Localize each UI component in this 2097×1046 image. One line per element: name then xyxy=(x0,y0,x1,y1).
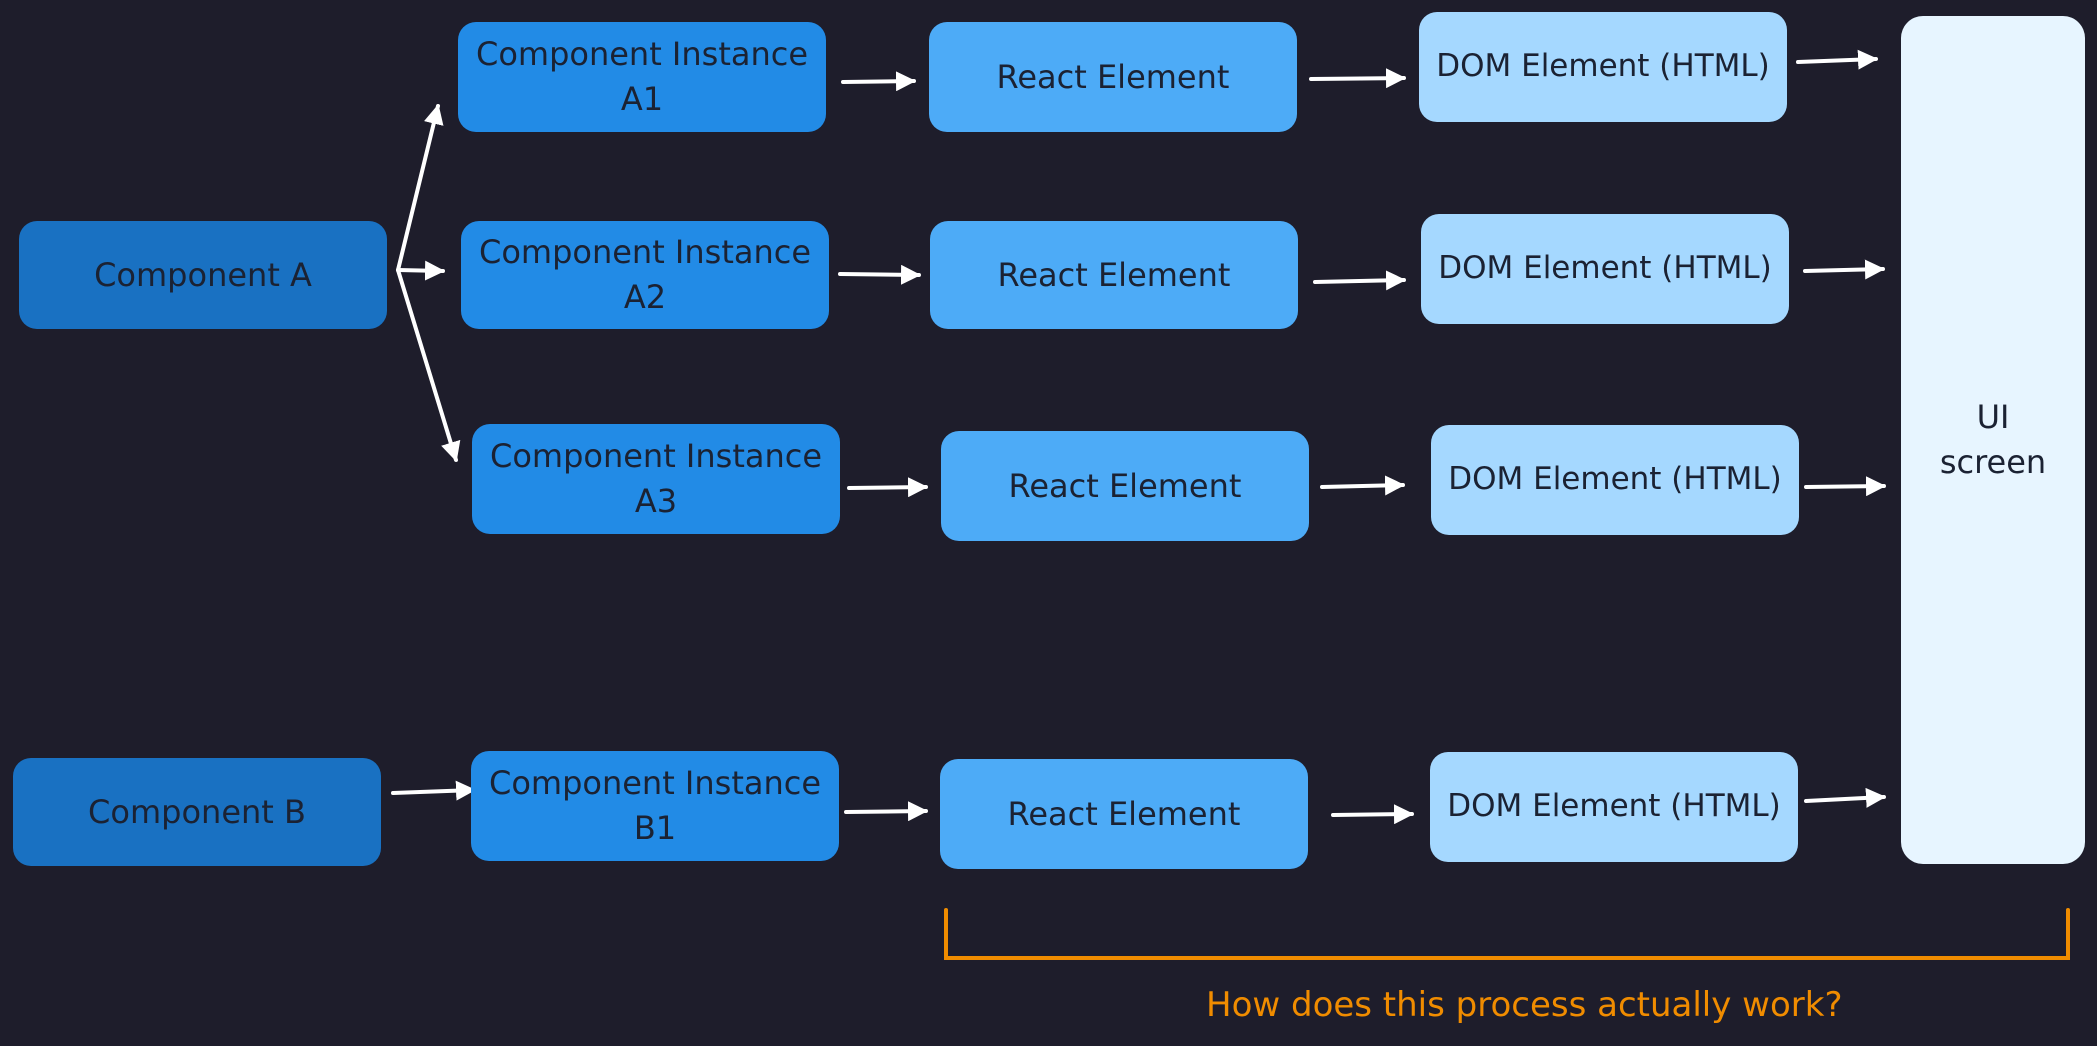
arrow-react2-to-dom xyxy=(1313,270,1406,291)
dom-element-box-3: DOM Element (HTML) xyxy=(1431,425,1799,535)
react-element-label-4: React Element xyxy=(1007,794,1241,833)
dom-element-box-4: DOM Element (HTML) xyxy=(1430,752,1798,862)
arrow-react3-to-dom xyxy=(1320,475,1405,496)
arrow-a-to-a2 xyxy=(396,260,445,281)
react-element-label-3: React Element xyxy=(1008,466,1242,505)
arrow-dom4-to-ui xyxy=(1804,787,1886,808)
arrow-a2-to-react xyxy=(838,264,921,285)
component-a-box: Component A xyxy=(19,221,387,329)
dom-element-label-1: DOM Element (HTML) xyxy=(1436,48,1770,85)
dom-element-label-3: DOM Element (HTML) xyxy=(1448,461,1782,498)
react-element-label-2: React Element xyxy=(997,255,1231,294)
arrow-react1-to-dom xyxy=(1309,68,1406,89)
react-element-label-1: React Element xyxy=(996,57,1230,96)
process-question-caption: How does this process actually work? xyxy=(1206,985,1843,1025)
component-a-label: Component A xyxy=(94,255,312,294)
arrow-a3-to-react xyxy=(847,477,928,498)
arrow-react4-to-dom xyxy=(1331,804,1414,825)
dom-element-box-2: DOM Element (HTML) xyxy=(1421,214,1789,324)
component-b-box: Component B xyxy=(13,758,381,866)
arrow-a1-to-react xyxy=(841,71,916,92)
arrow-dom3-to-ui xyxy=(1804,476,1886,497)
dom-element-label-2: DOM Element (HTML) xyxy=(1438,250,1772,287)
arrow-b1-to-react xyxy=(844,801,928,822)
arrow-dom2-to-ui xyxy=(1803,259,1885,280)
arrow-dom1-to-ui xyxy=(1796,49,1878,70)
component-b-label: Component B xyxy=(88,792,306,831)
arrow-b-to-b1 xyxy=(391,780,476,801)
react-element-box-1: React Element xyxy=(929,22,1297,132)
react-element-box-2: React Element xyxy=(930,221,1298,329)
dom-element-box-1: DOM Element (HTML) xyxy=(1419,12,1787,122)
react-element-box-4: React Element xyxy=(940,759,1308,869)
arrow-a-to-a3 xyxy=(396,268,461,462)
dom-element-label-4: DOM Element (HTML) xyxy=(1447,788,1781,825)
react-element-box-3: React Element xyxy=(941,431,1309,541)
process-bracket xyxy=(944,908,2070,960)
arrow-a-to-a1 xyxy=(396,104,444,272)
